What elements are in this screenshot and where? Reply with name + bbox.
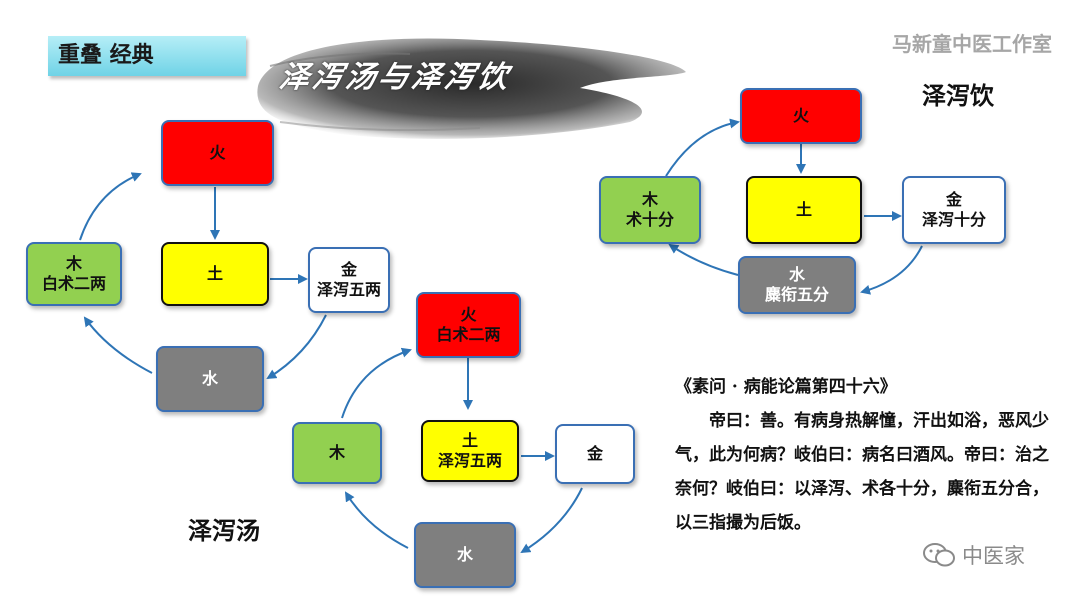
quote-text: 帝曰：善。有病身热解憧，汗出如浴，恶风少气，此为何病？岐伯曰：病名曰酒风。帝曰：… [675,411,1049,533]
earth-node: 土 泽泻五两 [421,420,519,482]
earth-node: 土 [746,176,862,244]
ink-brush-banner [257,38,686,139]
fire-node: 火 白术二两 [416,292,521,358]
node-label: 火 [460,305,477,324]
earth-node: 土 [161,242,269,306]
arrow-wood-to-fire [79,172,142,241]
watermark: 中医家 [922,540,1025,570]
node-label: 木 [641,190,658,209]
fire-node: 火 [161,120,274,186]
water-node: 水 [156,346,264,412]
arrow-metal-to-water [266,314,327,380]
metal-node: 金 泽泻五两 [308,247,390,313]
water-node: 水 麋衔五分 [738,256,856,314]
arrow-metal-to-water [860,245,923,295]
node-label: 水 [788,265,805,284]
node-label: 土 [461,431,478,450]
arrow-water-to-wood [83,316,153,374]
watermark-text: 中医家 [962,544,1025,568]
diagram-title: 泽泻饮 [922,82,994,110]
node-herb: 白术二两 [41,274,106,293]
arrow-metal-to-water [520,487,583,554]
fire-node: 火 [740,88,862,144]
section-tag: 重叠 经典 [48,36,246,76]
node-herb: 泽泻十分 [921,210,986,229]
metal-node: 金 [555,424,635,484]
chat-bubble-icon [923,543,955,567]
node-herb: 术十分 [625,210,674,229]
node-label: 水 [201,369,218,388]
wood-node: 木 [292,422,382,484]
node-label: 火 [792,106,809,125]
classic-quotation: 《素问 · 病能论篇第四十六》 帝曰：善。有病身热解憧，汗出如浴，恶风少气，此为… [675,370,1060,540]
node-herb: 泽泻五两 [437,451,502,470]
arrow-wood-to-fire [665,118,740,177]
node-label: 金 [340,260,357,279]
node-label: 水 [456,545,473,564]
node-label: 火 [209,143,226,162]
arrow-water-to-wood [668,243,739,276]
node-label: 土 [795,200,812,219]
quote-source: 《素问 · 病能论篇第四十六》 [675,377,897,397]
node-herb: 麋衔五分 [764,285,829,304]
node-label: 木 [65,254,82,273]
node-label: 土 [206,264,223,283]
arrow-wood-to-fire [341,347,412,419]
wood-node: 木 白术二两 [26,242,122,306]
studio-name: 马新童中医工作室 [892,32,1052,56]
metal-node: 金 泽泻十分 [902,176,1006,244]
arrow-water-to-wood [344,491,409,549]
water-node: 水 [414,522,516,588]
node-label: 木 [328,443,345,462]
node-label: 金 [586,444,603,463]
node-herb: 白术二两 [436,325,501,344]
node-label: 金 [945,190,962,209]
node-herb: 泽泻五两 [316,280,381,299]
wood-node: 木 术十分 [599,176,701,244]
diagram-title: 泽泻汤 [188,517,260,545]
